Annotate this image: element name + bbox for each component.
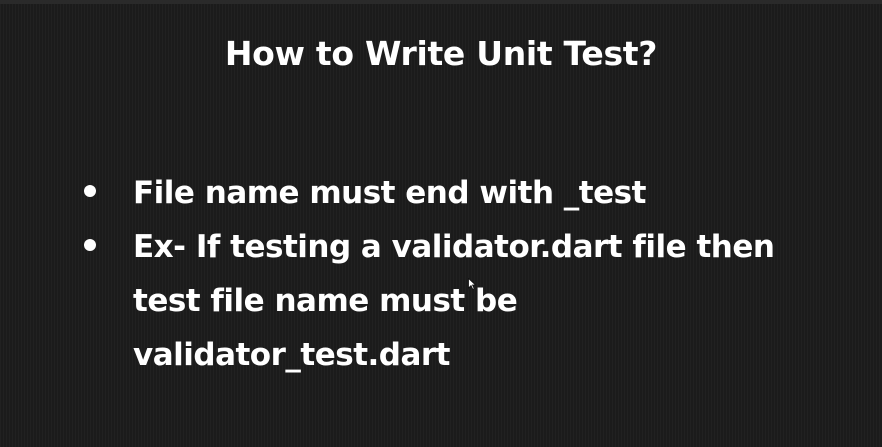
bullet-dot-icon — [84, 185, 96, 197]
bullet-item-filename-rule: File name must end with _test — [0, 166, 882, 220]
mouse-pointer-icon — [468, 278, 476, 290]
bullet-text: File name must end with _test — [133, 175, 646, 211]
bullet-dot-icon — [84, 239, 96, 251]
slide-title: How to Write Unit Test? — [224, 34, 658, 73]
slide-top-border — [0, 0, 882, 4]
bullet-text-line-1: Ex- If testing a validator.dart file the… — [133, 229, 775, 265]
bullet-text-line-3: validator_test.dart — [133, 337, 451, 373]
bullet-item-example: Ex- If testing a validator.dart file the… — [0, 220, 882, 382]
bullet-list: File name must end with _test Ex- If tes… — [0, 166, 882, 382]
bullet-text-line-2: test file name must be — [133, 283, 518, 319]
